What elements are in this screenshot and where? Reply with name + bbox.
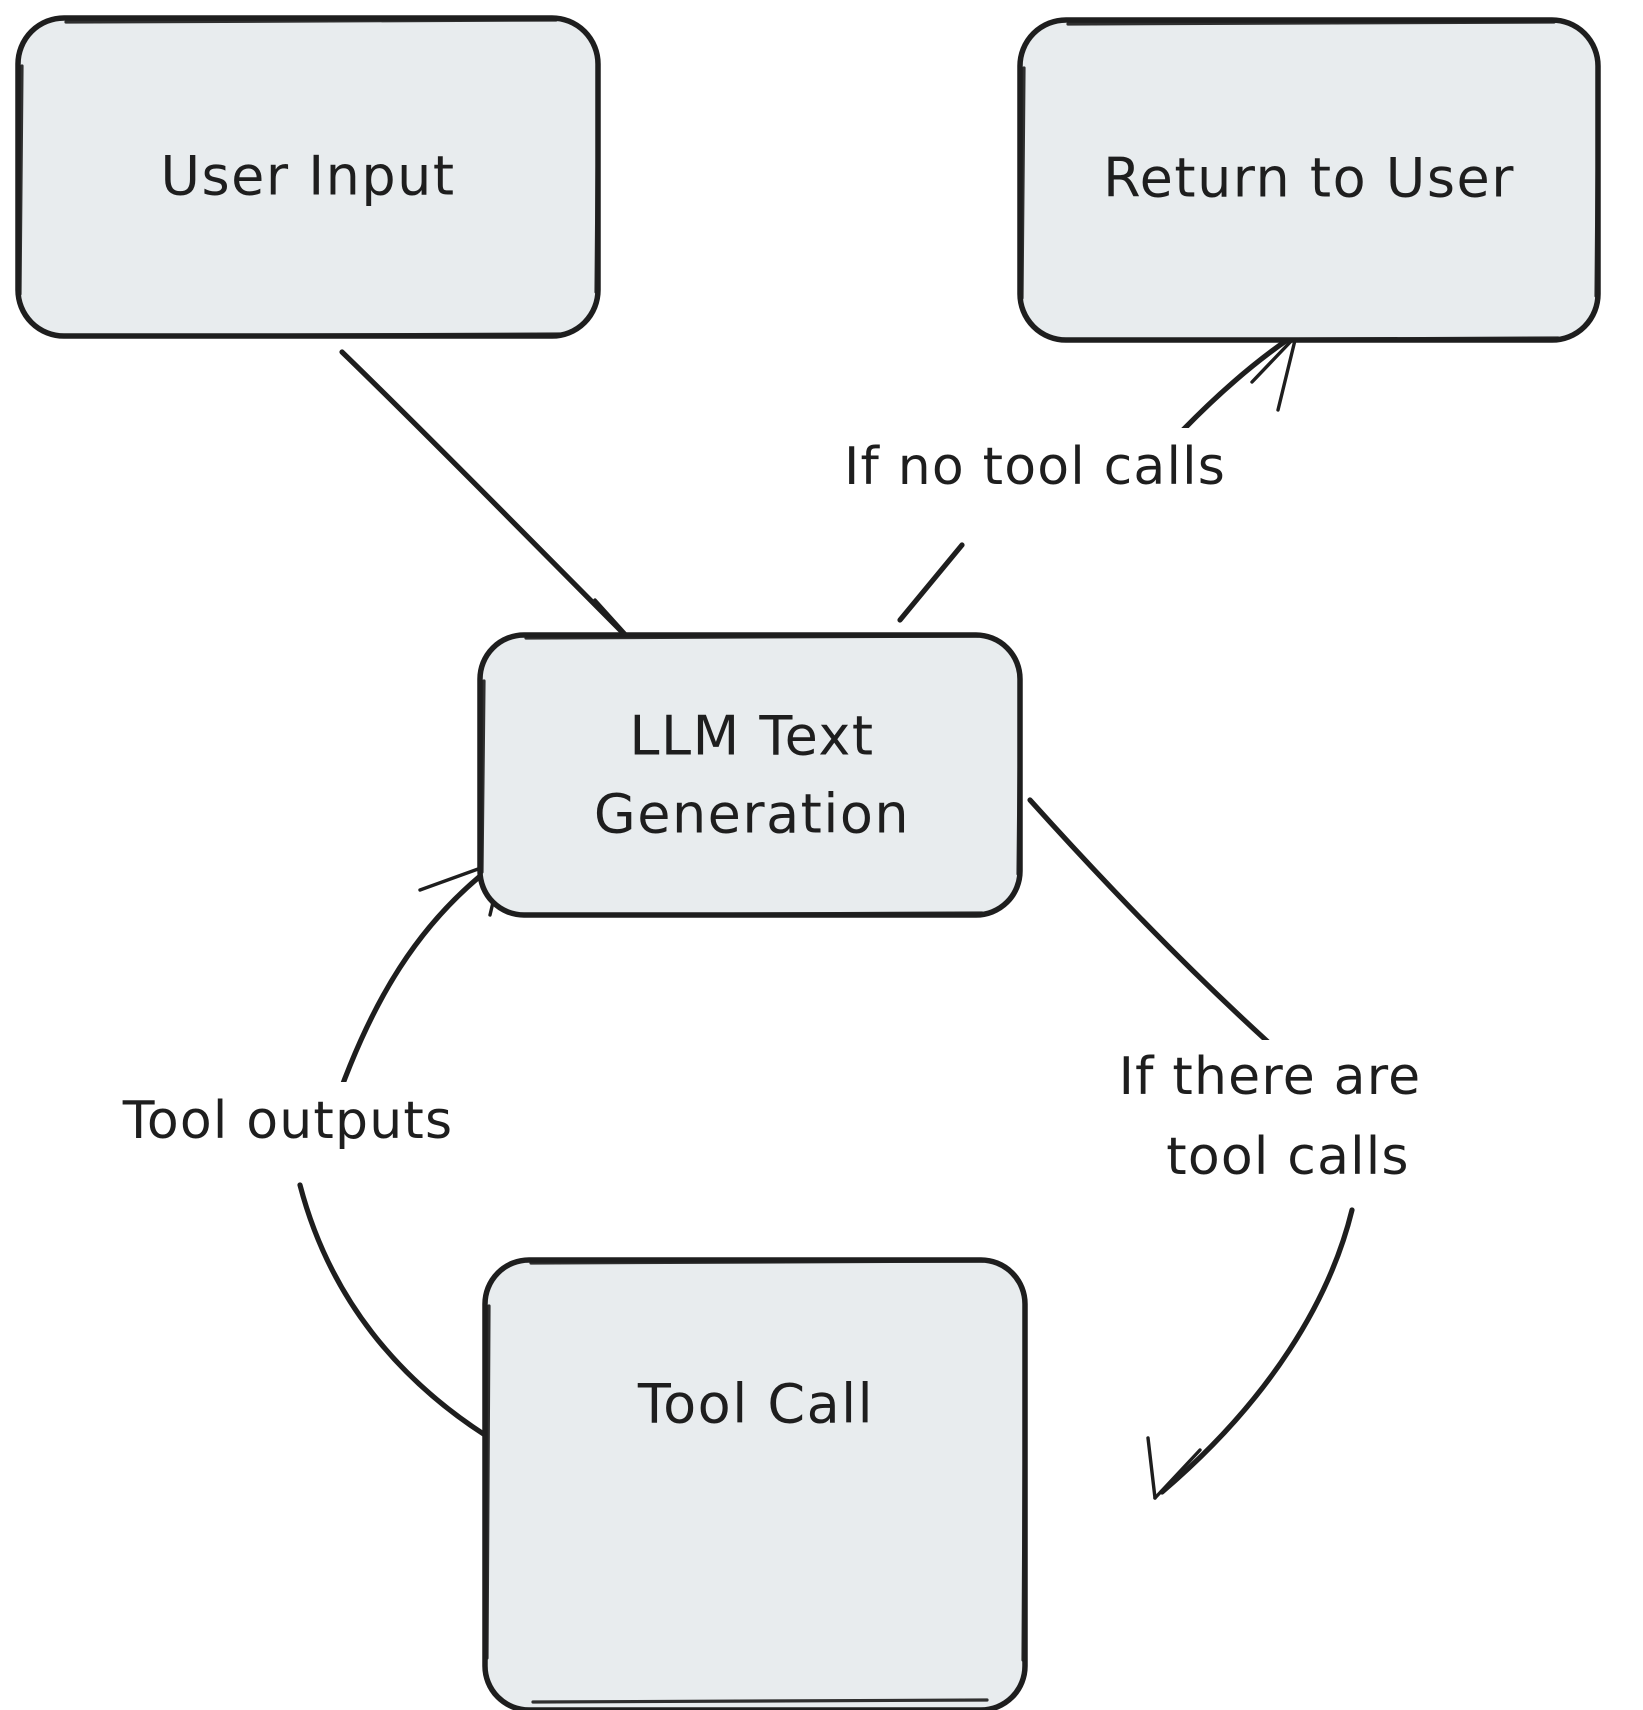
node-user-input[interactable]: User Input — [15, 15, 601, 339]
edge-label-tool-outputs: Tool outputs — [58, 1082, 520, 1162]
node-llm-generation-box-sketch — [480, 634, 1022, 917]
node-return-to-user-label: Return to User — [1103, 147, 1515, 210]
node-return-to-user-box-sketch — [1020, 20, 1600, 342]
node-user-input-box-sketch — [18, 18, 600, 338]
node-llm-generation-box[interactable] — [477, 632, 1023, 918]
edge-llm-to-return-segment-upper — [1180, 335, 1293, 433]
edge-llm-to-tool-call-segment-upper — [1027, 797, 1271, 1045]
edge-tool-call-to-llm-segment-upper — [327, 859, 501, 1123]
edge-label-if-there-are-tool-calls-backdrop — [1048, 1040, 1500, 1200]
node-user-input-label: User Input — [160, 145, 455, 208]
edge-llm-to-tool-call-arrowhead-upper — [1153, 1448, 1202, 1500]
edge-llm-to-tool-call-arrowhead-lower — [1146, 1436, 1157, 1500]
edge-llm-to-return-arrowhead-right — [1276, 334, 1298, 412]
node-return-to-user[interactable]: Return to User — [1017, 17, 1601, 343]
edge-label-if-there-are-tool-calls-line1: If there are — [1119, 1047, 1422, 1107]
edge-user-input-to-llm-line — [339, 349, 655, 665]
node-llm-generation[interactable]: LLM Text Generation — [477, 632, 1023, 918]
edge-llm-to-tool-call-segment-lower — [1159, 1207, 1355, 1495]
edge-llm-to-tool-call — [1027, 797, 1355, 1500]
edge-llm-to-return-to-user — [897, 334, 1298, 623]
edge-llm-to-return-segment-lower — [897, 542, 965, 623]
edge-tool-call-to-llm-segment-lower — [297, 1182, 488, 1438]
node-llm-generation-label-line1: LLM Text — [629, 705, 874, 768]
edge-label-if-there-are-tool-calls: If there are tool calls — [1048, 1040, 1500, 1200]
edge-label-if-no-tool-calls-backdrop — [775, 428, 1295, 506]
edge-label-if-no-tool-calls: If no tool calls — [775, 428, 1295, 506]
edge-label-if-there-are-tool-calls-line2: tool calls — [1166, 1127, 1409, 1187]
node-llm-generation-label-line2: Generation — [594, 783, 910, 846]
node-tool-call-box[interactable] — [482, 1257, 1028, 1710]
edge-label-tool-outputs-backdrop — [58, 1082, 520, 1162]
node-tool-call[interactable]: Tool Call — [482, 1257, 1028, 1710]
edge-label-tool-outputs-text: Tool outputs — [122, 1091, 454, 1151]
edge-label-if-no-tool-calls-text: If no tool calls — [844, 437, 1226, 497]
node-tool-call-label: Tool Call — [637, 1373, 874, 1436]
edge-user-input-to-llm — [339, 349, 662, 674]
edge-llm-to-return-arrowhead-left — [1250, 334, 1298, 384]
node-tool-call-box-sketch — [485, 1259, 1027, 1704]
